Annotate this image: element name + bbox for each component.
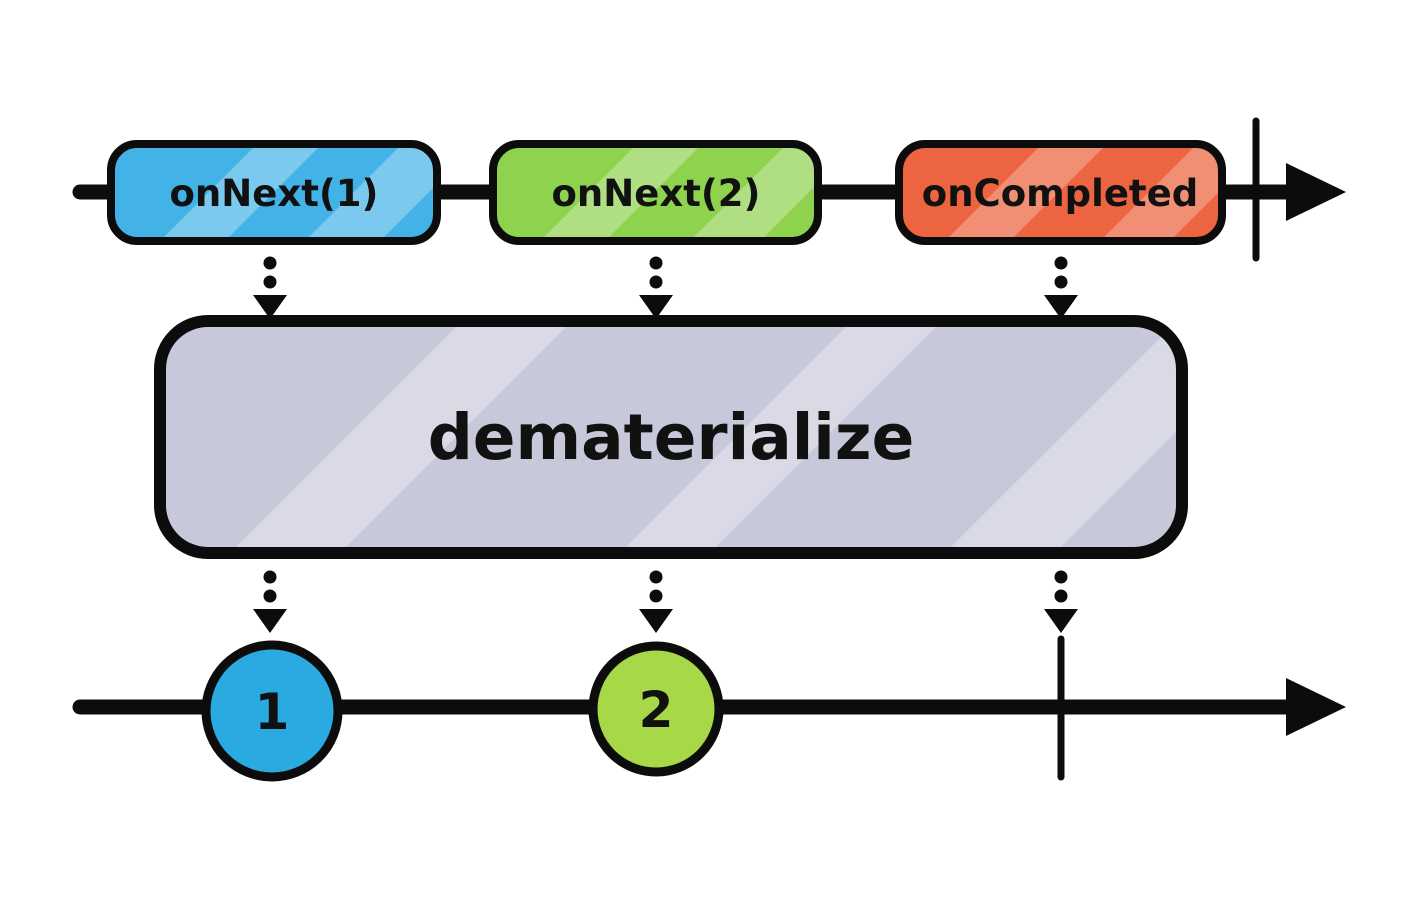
down-arrow-icon (1044, 256, 1078, 319)
output-event-marble-1: 1 (201, 640, 343, 782)
arrow-dot (263, 589, 277, 603)
operator-box-fill (160, 321, 1182, 553)
output-event-marble-2: 2 (588, 641, 724, 777)
arrow-head (639, 295, 673, 319)
output-arrows (253, 570, 1078, 633)
source-event-pill-onnext-2: onNext(2) (489, 140, 822, 245)
operator-label: dematerialize (428, 401, 915, 474)
down-arrow-icon (253, 570, 287, 633)
marble-circle (588, 641, 724, 777)
input-arrows (253, 256, 1078, 319)
marble-circle (201, 640, 343, 782)
marble-label: 2 (639, 681, 674, 739)
down-arrow-icon (639, 570, 673, 633)
arrow-dot (1054, 275, 1068, 289)
pill-stripe (160, 144, 322, 241)
down-arrow-icon (253, 256, 287, 319)
operator-box-stripes (230, 321, 1182, 553)
arrow-dot (649, 275, 663, 289)
pill-fill (493, 144, 818, 241)
pill-label: onNext(2) (552, 172, 761, 215)
pill-border (895, 140, 1226, 245)
arrow-head (1044, 609, 1078, 633)
pill-stripe (1100, 144, 1222, 241)
source-event-pill-onnext-1: onNext(1) (107, 140, 441, 245)
arrow-dot (263, 256, 277, 270)
arrow-dot (1054, 589, 1068, 603)
pill-border (489, 140, 822, 245)
arrow-dot (649, 256, 663, 270)
operator-box-stripe (945, 321, 1182, 553)
source-timeline-arrowhead-icon (1286, 163, 1346, 221)
arrow-dot (649, 589, 663, 603)
down-arrow-icon (639, 256, 673, 319)
operator-box-border (154, 315, 1188, 559)
arrow-dot (263, 570, 277, 584)
pill-stripe (945, 144, 1107, 241)
down-arrow-icon (1044, 570, 1078, 633)
arrow-dot (1054, 570, 1068, 584)
arrow-dot (649, 570, 663, 584)
marble-label: 1 (255, 683, 290, 741)
arrow-head (253, 609, 287, 633)
pill-label: onNext(1) (170, 172, 379, 215)
arrow-head (639, 609, 673, 633)
arrow-head (253, 295, 287, 319)
pill-stripe (540, 144, 702, 241)
pill-fill (899, 144, 1222, 241)
arrow-dot (263, 275, 277, 289)
output-timeline-arrowhead-icon (1286, 678, 1346, 736)
arrow-head (1044, 295, 1078, 319)
pill-label: onCompleted (922, 172, 1198, 215)
operator-box-stripe (230, 321, 572, 553)
source-event-pill-oncompleted: onCompleted (895, 140, 1226, 245)
pill-stripes (945, 144, 1222, 241)
operator-box: dematerialize (154, 315, 1188, 559)
arrow-dot (1054, 256, 1068, 270)
pill-fill (111, 144, 437, 241)
output-timeline: 1 2 (72, 635, 1346, 782)
pill-border (107, 140, 441, 245)
operator-box-stripe (620, 321, 942, 553)
